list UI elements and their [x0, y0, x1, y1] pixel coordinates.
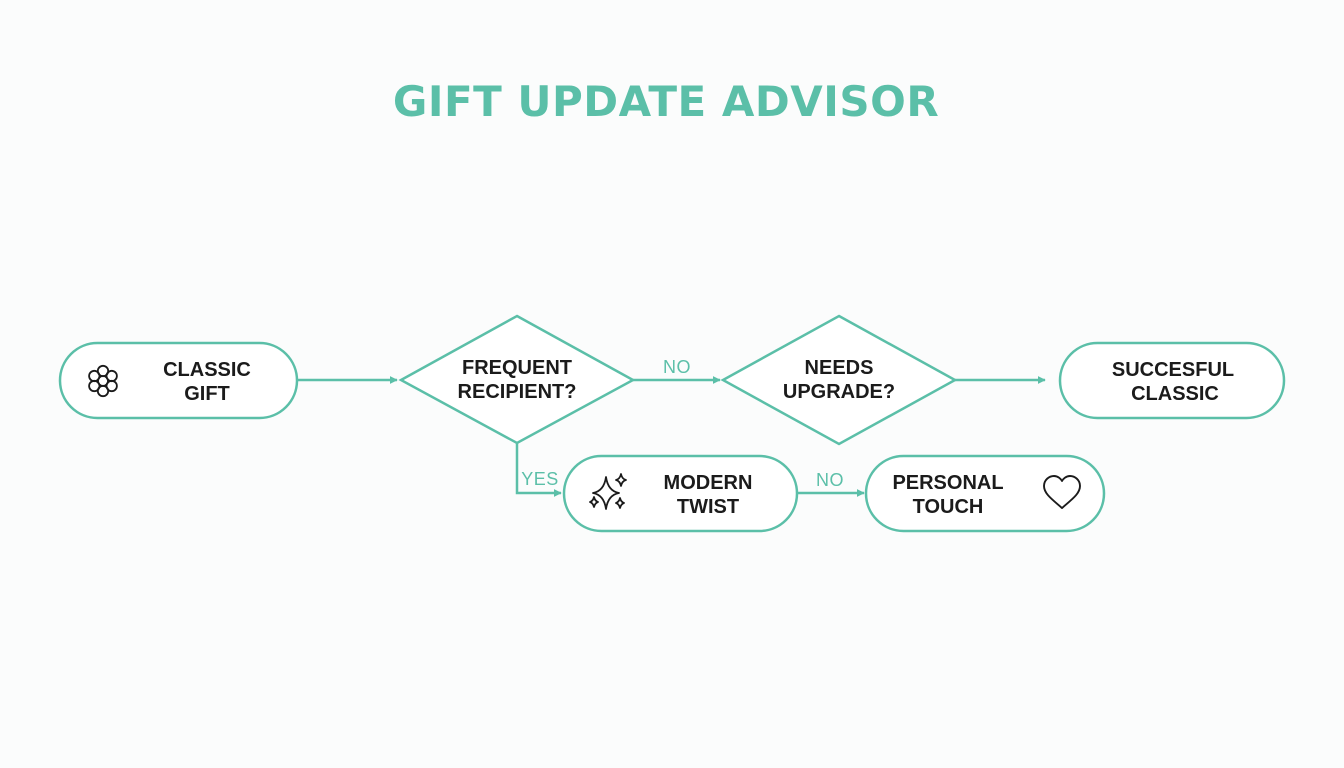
node-modern-twist-shape — [562, 454, 799, 533]
node-classic-gift[interactable]: CLASSIC GIFT — [58, 341, 299, 420]
node-successful-classic-line2: CLASSIC — [1131, 383, 1219, 405]
node-successful-classic-shape — [1058, 341, 1286, 420]
edge-label-no-2: NO — [816, 470, 844, 490]
connectors — [297, 376, 1046, 497]
node-frequent-recipient-line1: FREQUENT — [462, 357, 572, 379]
page-title: GIFT UPDATE ADVISOR — [393, 77, 939, 126]
node-successful-classic-line1: SUCCESFUL — [1112, 359, 1234, 381]
arrow-frequent-yes-to-modern — [515, 443, 562, 497]
edge-label-no: NO — [663, 357, 691, 377]
node-classic-gift-shape — [58, 341, 299, 420]
node-personal-touch-line1: PERSONAL — [892, 472, 1003, 494]
heart-icon — [1043, 475, 1081, 509]
node-needs-upgrade-line1: NEEDS — [805, 357, 874, 379]
node-frequent-recipient-shape — [398, 314, 636, 445]
node-frequent-recipient[interactable]: FREQUENT RECIPIENT? — [398, 314, 636, 445]
node-modern-twist-line2: TWIST — [677, 496, 739, 518]
sparkles-icon — [589, 473, 627, 510]
node-modern-twist-line1: MODERN — [664, 472, 753, 494]
node-personal-touch-shape — [864, 454, 1106, 533]
node-needs-upgrade-line2: UPGRADE? — [783, 381, 895, 403]
node-needs-upgrade[interactable]: NEEDS UPGRADE? — [720, 314, 958, 446]
edge-label-yes: YES — [521, 469, 559, 489]
node-classic-gift-line2: GIFT — [184, 383, 230, 405]
flower-icon — [88, 364, 118, 398]
node-classic-gift-line1: CLASSIC — [163, 359, 251, 381]
node-personal-touch-line2: TOUCH — [913, 496, 984, 518]
node-personal-touch[interactable]: PERSONAL TOUCH — [864, 454, 1106, 533]
node-needs-upgrade-shape — [720, 314, 958, 446]
node-modern-twist[interactable]: MODERN TWIST — [562, 454, 799, 533]
node-successful-classic[interactable]: SUCCESFUL CLASSIC — [1058, 341, 1286, 420]
node-frequent-recipient-line2: RECIPIENT? — [458, 381, 577, 403]
